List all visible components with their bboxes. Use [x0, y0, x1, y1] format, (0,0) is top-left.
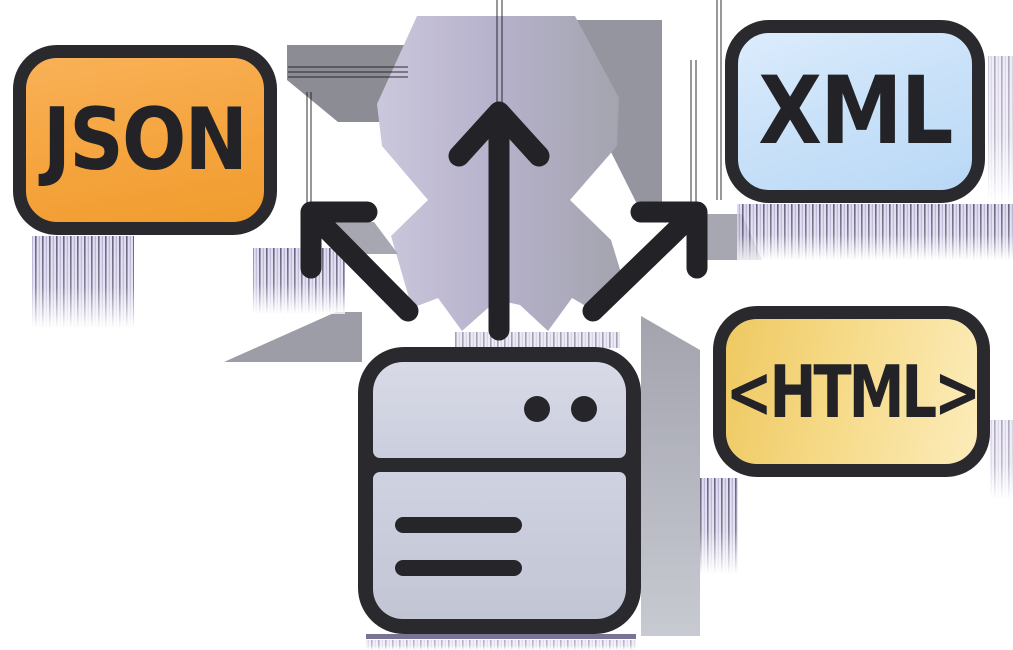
html-label: <HTML>: [725, 349, 980, 434]
json-label: JSON: [43, 90, 248, 190]
xml-label: XML: [758, 56, 953, 166]
arrow-up-right: [582, 201, 708, 322]
server-slot-line: [395, 517, 522, 533]
shadow-column-right: [641, 316, 700, 636]
arrow-up: [448, 101, 550, 341]
badge-json: JSON: [13, 45, 277, 235]
streak-artifacts: [288, 0, 722, 208]
server-slot-line: [395, 560, 522, 576]
badge-html: <HTML>: [713, 306, 990, 477]
server-icon: [358, 347, 641, 634]
badge-xml: XML: [725, 20, 985, 203]
arrow-up-left: [300, 201, 419, 322]
server-dot-icon: [524, 396, 550, 422]
stripe-artifacts: [32, 56, 1013, 650]
server-top-panel: [373, 362, 626, 458]
server-dot-icon: [571, 396, 597, 422]
server-bottom-panel: [373, 472, 626, 619]
shadow-under-server: [366, 634, 636, 639]
arrows: [300, 101, 708, 341]
shadow-wedge-left: [224, 312, 362, 362]
